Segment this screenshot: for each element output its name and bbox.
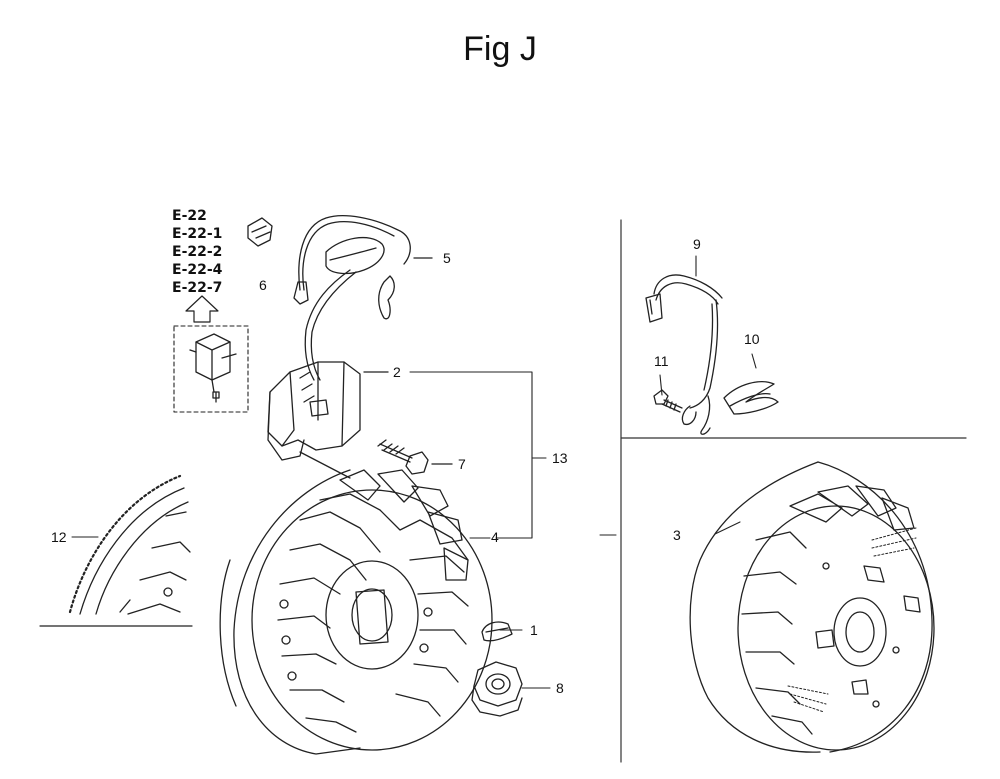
callout-12: 12 [51,529,67,545]
reference-code: E-22 [172,208,207,224]
part-2-ignition-coil [268,362,388,478]
part-10-wire-clip [724,382,778,414]
part-6-cord-clip [248,218,272,246]
reference-arrow-icon [186,296,218,322]
part-7-bolt [378,440,452,474]
callout-1: 1 [530,622,538,638]
reference-code: E-22-2 [172,244,223,260]
part-11-screw [654,390,682,412]
callout-3: 3 [673,527,681,543]
reference-code-list: E-22 E-22-1 E-22-2 E-22-4 E-22-7 [172,207,222,297]
callout-6: 6 [259,277,267,293]
callout-11: 11 [654,353,669,369]
callout-9: 9 [693,236,701,252]
callout-2: 2 [393,364,401,380]
callout-5: 5 [443,250,451,266]
part-8-flange-nut [472,662,522,716]
part-9-wire-harness [646,275,722,434]
callout-7: 7 [458,456,466,472]
callout-4: 4 [491,529,499,545]
part-5-spark-plug-cap-and-cord [294,216,432,380]
part-4-flywheel [220,470,492,754]
reference-code: E-22-1 [172,226,223,242]
ignition-module-inset [174,326,248,412]
reference-code: E-22-7 [172,280,223,296]
part-1-flywheel-key [482,622,512,641]
callout-13: 13 [552,450,568,466]
callout-leaders [72,256,756,688]
callout-10: 10 [744,331,760,347]
part-3-flywheel [690,462,934,752]
reference-code: E-22-4 [172,262,223,278]
callout-8: 8 [556,680,564,696]
panel-dividers [621,220,966,762]
part-12-ring-gear [40,476,192,626]
figure-title: Fig J [463,30,537,68]
